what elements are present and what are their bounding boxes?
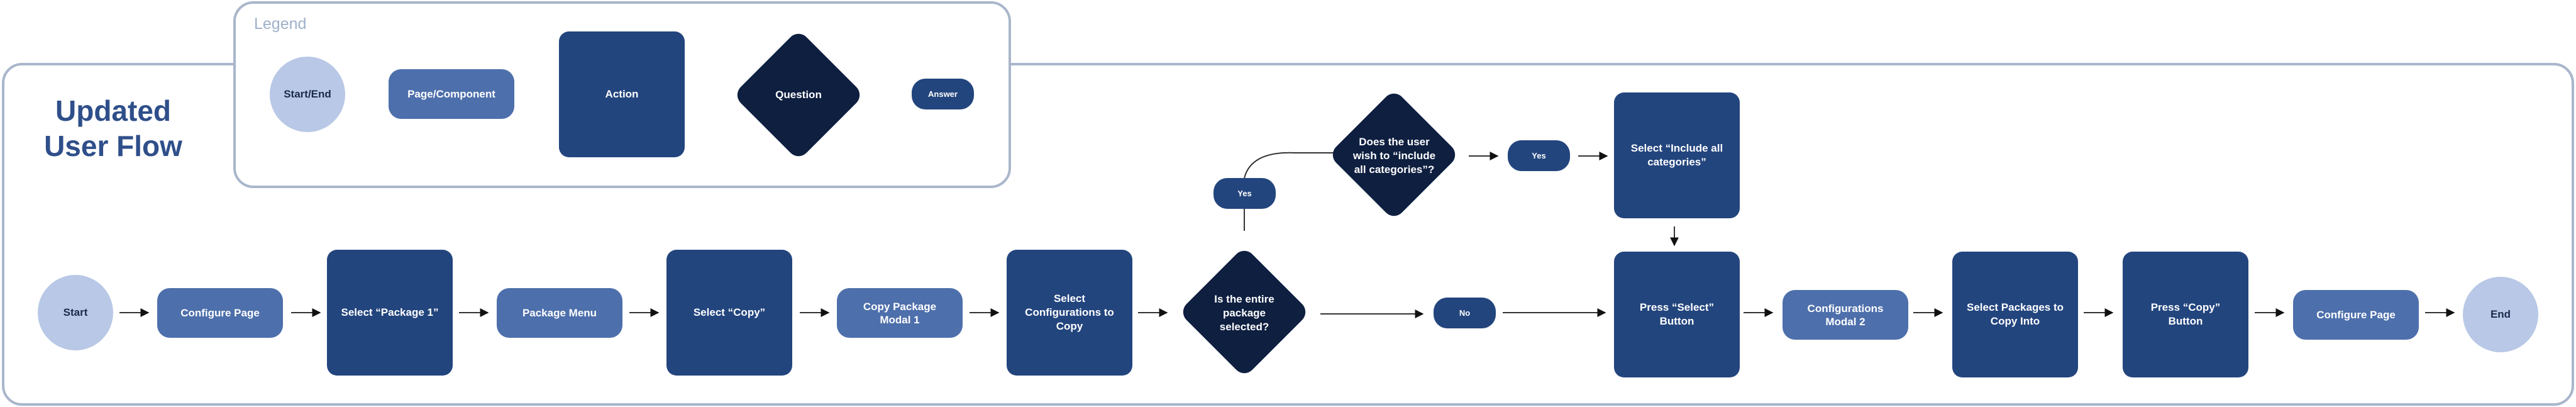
node-select-package-1-label: Select “Package 1”	[341, 306, 439, 318]
node-select-copy-label: Select “Copy”	[693, 306, 766, 318]
legend-page-component-label: Page/Component	[407, 87, 495, 100]
node-start-label: Start	[63, 306, 88, 318]
node-answer-yes-1-label: Yes	[1237, 189, 1252, 198]
page-title: Updated User Flow	[44, 94, 182, 162]
node-end: End	[2463, 277, 2538, 352]
node-configure-page-2: Configure Page	[2293, 290, 2419, 340]
node-select-package-1: Select “Package 1”	[327, 250, 453, 376]
node-select-packages-label: Select Packages to Copy Into	[1966, 301, 2064, 327]
node-package-menu-label: Package Menu	[522, 306, 597, 319]
node-select-include-all-label: Select “Include all categories”	[1630, 142, 1723, 168]
node-answer-no-label: No	[1459, 308, 1471, 318]
node-select-configurations-label: Select Configurations to Copy	[1025, 293, 1114, 332]
legend-title: Legend	[254, 15, 307, 33]
legend-start-end-label: Start/End	[284, 88, 331, 100]
node-select-include-all: Select “Include all categories”	[1614, 92, 1740, 218]
node-select-configurations: Select Configurations to Copy	[1007, 250, 1132, 376]
node-press-copy: Press “Copy” Button	[2123, 252, 2248, 377]
node-answer-yes-2-label: Yes	[1532, 151, 1546, 160]
node-configure-page-label: Configure Page	[180, 306, 260, 319]
node-press-copy-label: Press “Copy” Button	[2150, 301, 2221, 327]
legend-action: Action	[559, 31, 685, 157]
node-start: Start	[38, 275, 113, 350]
node-question-entire-package-label: Is the entire package selected?	[1214, 293, 1274, 333]
legend-page-component: Page/Component	[389, 69, 514, 119]
node-package-menu: Package Menu	[497, 288, 622, 338]
node-answer-yes-2: Yes	[1508, 140, 1570, 171]
legend-question-label: Question	[775, 89, 822, 101]
node-end-label: End	[2490, 308, 2511, 320]
node-press-select: Press “Select” Button	[1614, 252, 1740, 377]
legend-answer-label: Answer	[928, 89, 958, 99]
node-select-copy: Select “Copy”	[666, 250, 792, 376]
legend-start-end: Start/End	[270, 57, 345, 132]
node-configurations-modal: Configurations Modal 2	[1783, 290, 1908, 340]
node-configure-page: Configure Page	[157, 288, 283, 338]
node-answer-no: No	[1434, 298, 1496, 328]
node-question-include-all-label: Does the user wish to “include all categ…	[1352, 135, 1436, 176]
legend-answer: Answer	[912, 79, 974, 109]
node-answer-yes-1: Yes	[1213, 178, 1276, 209]
node-configurations-modal-label: Configurations Modal 2	[1807, 302, 1884, 328]
node-select-packages: Select Packages to Copy Into	[1952, 252, 2078, 377]
legend-action-label: Action	[605, 88, 639, 100]
node-copy-package-modal-label: Copy Package Modal 1	[863, 300, 937, 326]
node-copy-package-modal: Copy Package Modal 1	[837, 288, 963, 338]
arrow-yes-to-include-question	[1244, 148, 1361, 179]
node-configure-page-2-label: Configure Page	[2316, 308, 2396, 321]
node-press-select-label: Press “Select” Button	[1639, 301, 1715, 327]
